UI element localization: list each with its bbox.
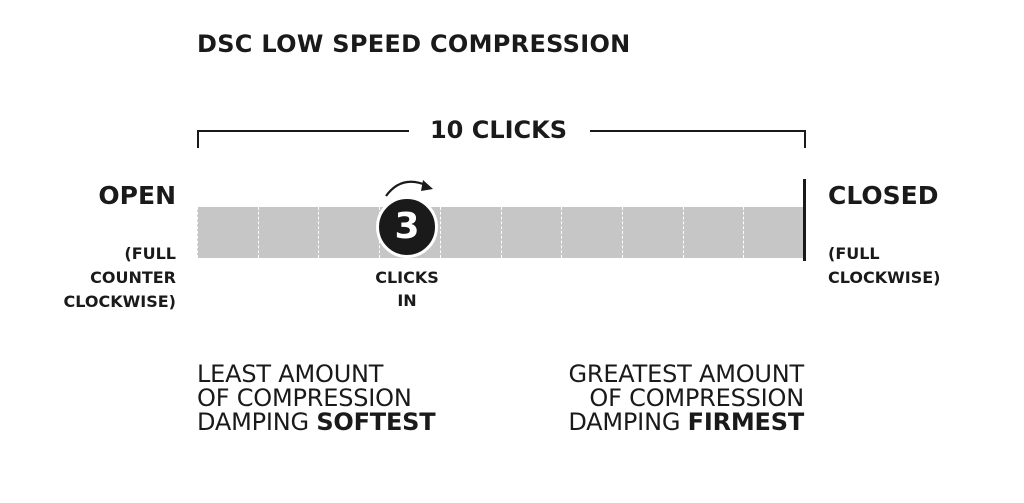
click-division <box>197 207 198 258</box>
desc-line: OF COMPRESSION <box>589 384 804 412</box>
click-division <box>500 207 502 258</box>
clockwise-arrow-icon <box>385 180 433 197</box>
setting-sub-line: IN <box>397 291 417 310</box>
setting-badge: 3 <box>376 196 438 258</box>
closed-label: CLOSED <box>828 181 939 210</box>
closed-sub-line: (FULL <box>828 244 880 263</box>
firmest-description: GREATEST AMOUNT OF COMPRESSION DAMPING F… <box>520 362 804 434</box>
clicks-bar <box>197 207 804 258</box>
range-bracket-left <box>197 130 409 148</box>
open-sublabel: (FULL COUNTER CLOCKWISE) <box>20 242 176 314</box>
open-sub-line: COUNTER <box>90 268 176 287</box>
range-bracket-right <box>590 130 806 148</box>
closed-sub-line: CLOCKWISE) <box>828 268 941 287</box>
click-division <box>743 207 745 258</box>
click-division <box>682 207 684 258</box>
page-title: DSC LOW SPEED COMPRESSION <box>197 30 631 58</box>
desc-emphasis: FIRMEST <box>687 408 805 436</box>
click-division <box>561 207 563 258</box>
desc-line: OF COMPRESSION <box>197 384 412 412</box>
desc-line: LEAST AMOUNT <box>197 360 384 388</box>
desc-line: DAMPING SOFTEST <box>197 408 436 436</box>
softest-description: LEAST AMOUNT OF COMPRESSION DAMPING SOFT… <box>197 360 436 436</box>
closed-sublabel: (FULL CLOCKWISE) <box>828 242 940 290</box>
click-division <box>257 207 259 258</box>
open-sub-line: CLOCKWISE) <box>63 292 176 311</box>
setting-sublabel: CLICKS IN <box>352 266 462 312</box>
closed-end-line <box>803 179 806 261</box>
open-label: OPEN <box>98 181 176 210</box>
desc-emphasis: SOFTEST <box>316 408 436 436</box>
desc-text: DAMPING <box>197 408 317 436</box>
click-division <box>439 207 441 258</box>
desc-line: GREATEST AMOUNT <box>568 360 804 388</box>
desc-text: DAMPING <box>568 408 688 436</box>
setting-sub-line: CLICKS <box>375 268 439 287</box>
click-division <box>318 207 320 258</box>
range-label: 10 CLICKS <box>429 116 568 144</box>
open-sub-line: (FULL <box>124 244 176 263</box>
desc-line: DAMPING FIRMEST <box>520 410 804 434</box>
click-division <box>621 207 623 258</box>
